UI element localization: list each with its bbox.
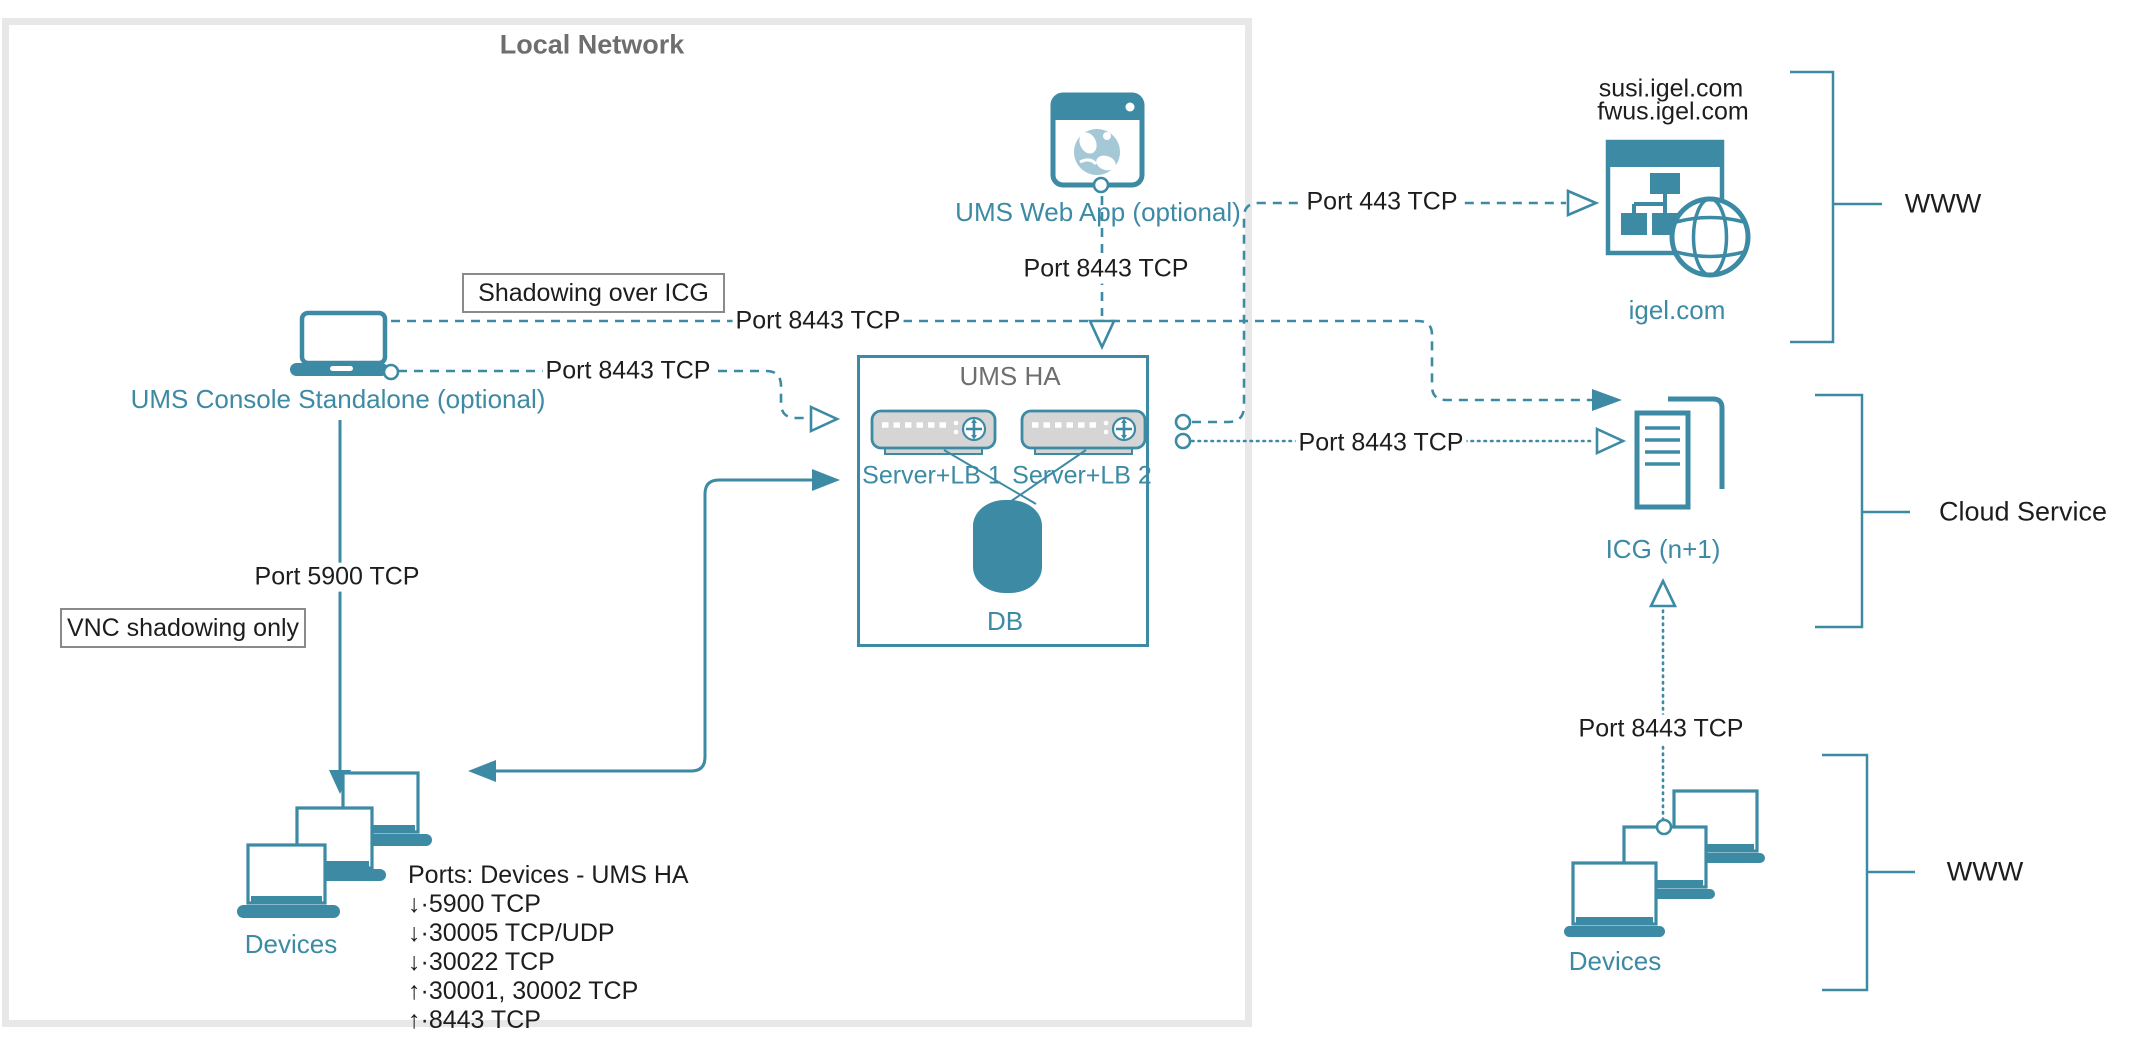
ums-ha-box [857, 355, 1149, 647]
bracket-www-bottom [1822, 753, 1915, 992]
domain-susi: susi.igel.com [1598, 74, 1744, 103]
devices-right-icon [1564, 789, 1765, 937]
webapp-connector-dot [1092, 176, 1110, 194]
icg-server-icon [1634, 396, 1725, 510]
server-lb1-label: Server+LB 1 [862, 461, 1002, 490]
port-label-webapp: Port 8443 TCP [1020, 254, 1192, 284]
server-lb1-icon [870, 409, 997, 455]
ports-list-line: ↓·5900 TCP [408, 890, 541, 918]
db-label: DB [986, 606, 1024, 637]
devices-connector-dot [1655, 818, 1673, 836]
domain-fwus: fwus.igel.com [1597, 97, 1749, 126]
port-label-5900: Port 5900 TCP [251, 562, 423, 592]
server-lb2-icon [1020, 409, 1147, 455]
server-db-links [943, 449, 1087, 507]
arrow-dotted-into-icg-open [1595, 426, 1627, 456]
connection-console-umsha-dashed [398, 369, 808, 420]
ports-list-line: ↓·30022 TCP [408, 948, 555, 976]
ports-list-line: ↑·30001, 30002 TCP [408, 977, 639, 1005]
igel-com-icon [1605, 139, 1751, 278]
port-label-devices: Port 8443 TCP [1575, 714, 1747, 744]
ums-console-laptop-icon [290, 310, 400, 381]
devices-left-icon [237, 771, 432, 918]
port-label-443: Port 443 TCP [1303, 187, 1461, 217]
igel-com-label: igel.com [1628, 295, 1726, 326]
port-label-icg: Port 8443 TCP [1295, 428, 1467, 458]
umsha-connector-dot-top [1174, 413, 1192, 431]
devices-left-label: Devices [244, 929, 338, 960]
db-icon [973, 500, 1042, 593]
arrow-into-umsha-filled [812, 469, 840, 491]
connection-umsha-igel-dashed [1192, 201, 1566, 424]
globe-icon [1074, 129, 1120, 175]
arrow-into-icg-filled [1592, 389, 1622, 411]
ums-web-app-label: UMS Web App (optional) [955, 197, 1241, 228]
port-label-console: Port 8443 TCP [542, 356, 714, 386]
arrow-webapp-down-open [1087, 319, 1117, 351]
ums-web-app-icon [1050, 92, 1145, 194]
devices-right-label: Devices [1568, 946, 1662, 977]
shadowing-callout-text: Shadowing over ICG [478, 278, 709, 307]
zone-cloud-service: Cloud Service [1938, 496, 2108, 527]
server-lb2-label: Server+LB 2 [1012, 461, 1152, 490]
local-network-box [2, 18, 1252, 1027]
ports-list-line: ↑·8443 TCP [408, 1006, 541, 1034]
zone-www-top: WWW [1904, 188, 1982, 219]
bracket-cloud-service [1815, 393, 1910, 629]
umsha-connector-dot-bottom [1174, 432, 1192, 450]
ums-console-label: UMS Console Standalone (optional) [130, 384, 546, 415]
ports-list-title: Ports: Devices - UMS HA [408, 861, 689, 889]
arrow-up-to-icg-open [1648, 577, 1678, 608]
arrow-to-devices-left-filled [468, 760, 496, 782]
ports-list-line: ↓·30005 TCP/UDP [408, 919, 615, 947]
arrow-into-igel-open [1566, 189, 1600, 217]
arrow-into-umsha-open [809, 404, 841, 434]
ums-ha-title: UMS HA [959, 361, 1061, 392]
vnc-callout-text: VNC shadowing only [66, 613, 300, 642]
shadowing-over-icg-callout: Shadowing over ICG [462, 273, 725, 313]
local-network-title: Local Network [499, 29, 685, 60]
ports-list: Ports: Devices - UMS HA ↓·5900 TCP ↓·300… [408, 861, 689, 1035]
port-label-shadowing: Port 8443 TCP [732, 306, 904, 336]
bracket-www-top [1790, 70, 1882, 344]
icg-label: ICG (n+1) [1605, 534, 1721, 565]
connection-console-shadowing-dashed [391, 319, 1592, 402]
zone-www-bottom: WWW [1946, 856, 2024, 887]
vnc-shadowing-only-callout: VNC shadowing only [60, 608, 306, 648]
globe-wireframe-icon [1669, 196, 1751, 278]
connection-umsha-devices-solid [494, 478, 814, 773]
console-connector-dot [382, 363, 400, 381]
